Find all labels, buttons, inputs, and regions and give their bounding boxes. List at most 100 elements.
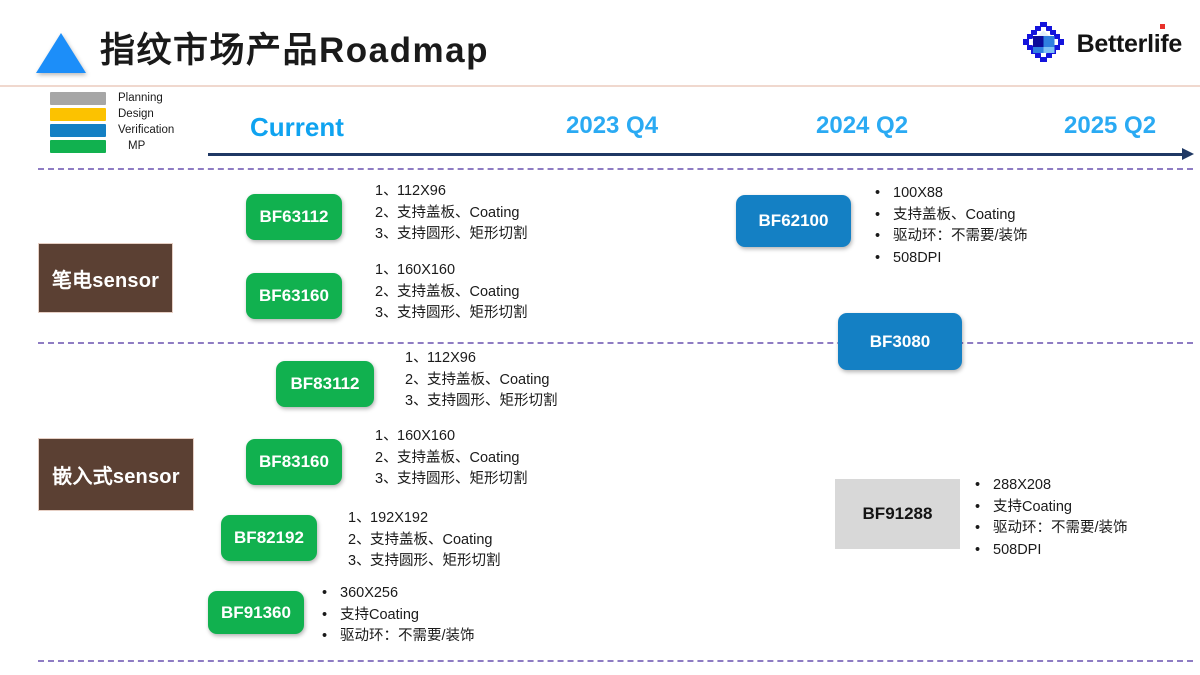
spec-item: • 驱动环：不需要/装饰 xyxy=(322,626,475,648)
spec-marker: 2、 xyxy=(405,371,428,388)
spec-item: 1、112X96 xyxy=(375,181,528,203)
product-chip-bf63112[interactable]: BF63112 xyxy=(246,194,342,240)
spec-marker: 3、 xyxy=(375,226,398,242)
spec-text: 508DPI xyxy=(893,249,942,266)
product-chip-bf91288[interactable]: BF91288 xyxy=(835,479,960,549)
spec-marker: • xyxy=(322,606,328,623)
spec-text: 支持盖板、Coating xyxy=(893,206,1016,223)
legend-swatch xyxy=(50,107,106,121)
spec-marker: 2、 xyxy=(348,531,371,548)
spec-marker: 3、 xyxy=(375,305,398,321)
spec-text: 支持盖板、Coating xyxy=(370,531,493,548)
legend-swatch xyxy=(50,91,106,105)
row-label: 笔电sensor xyxy=(38,243,173,313)
spec-text: 支持圆形、矩形切割 xyxy=(370,553,501,569)
spec-list-bf62100: •100X88•支持盖板、Coating•驱动环：不需要/装饰•508DPI xyxy=(875,183,1028,269)
spec-text: 360X256 xyxy=(340,585,399,601)
timeline-milestone-2023-q4: 2023 Q4 xyxy=(566,112,659,139)
spec-text: 支持盖板、Coating xyxy=(397,204,520,221)
spec-text: 支持圆形、矩形切割 xyxy=(397,471,528,487)
spec-marker: 3、 xyxy=(405,393,428,409)
product-chip-bf83160[interactable]: BF83160 xyxy=(246,439,342,485)
spec-marker: 3、 xyxy=(348,553,371,569)
brand-accent-dot xyxy=(1160,24,1165,29)
spec-marker: • xyxy=(875,185,881,201)
header-divider xyxy=(0,85,1200,87)
spec-item: 1、160X160 xyxy=(375,260,528,282)
blue-triangle-icon xyxy=(36,33,86,73)
product-chip-bf91360[interactable]: BF91360 xyxy=(208,591,304,634)
divider-line xyxy=(38,168,1193,170)
spec-text: 160X160 xyxy=(397,262,456,278)
legend-item-design: Design xyxy=(50,106,174,122)
spec-text: 支持Coating xyxy=(340,606,419,623)
spec-item: 2、支持盖板、Coating xyxy=(375,203,528,225)
spec-marker: 1、 xyxy=(375,428,398,444)
product-chip-bf83112[interactable]: BF83112 xyxy=(276,361,374,407)
spec-item: • 100X88 xyxy=(875,183,1028,205)
legend-label: Design xyxy=(118,108,154,120)
spec-item: 2、支持盖板、Coating xyxy=(348,530,501,552)
spec-text: 288X208 xyxy=(993,477,1052,493)
spec-item: 1、160X160 xyxy=(375,426,528,448)
product-chip-bf82192[interactable]: BF82192 xyxy=(221,515,317,561)
spec-item: •支持Coating xyxy=(975,497,1128,519)
spec-item: 1、112X96 xyxy=(405,348,558,370)
spec-marker: • xyxy=(875,228,881,244)
spec-marker: 1、 xyxy=(348,510,371,526)
product-chip-bf63160[interactable]: BF63160 xyxy=(246,273,342,319)
spec-item: • 508DPI xyxy=(975,540,1128,562)
spec-text: 508DPI xyxy=(993,541,1042,558)
divider-line xyxy=(38,342,1193,344)
product-chip-bf62100[interactable]: BF62100 xyxy=(736,195,851,247)
spec-marker: 2、 xyxy=(375,204,398,221)
spec-text: 112X96 xyxy=(427,350,476,366)
row-label: 嵌入式sensor xyxy=(38,438,194,511)
spec-item: 2、支持盖板、Coating xyxy=(375,282,528,304)
spec-item: • 支持Coating xyxy=(322,605,475,627)
spec-item: 3、支持圆形、矩形切割 xyxy=(375,469,528,491)
spec-marker: • xyxy=(322,628,328,644)
divider-line xyxy=(38,660,1193,662)
spec-list-bf91288: •288X208•支持Coating•驱动环：不需要/装饰•508DPI xyxy=(975,475,1128,561)
spec-text: 驱动环：不需要/装饰 xyxy=(893,228,1028,244)
spec-text: 支持盖板、Coating xyxy=(397,449,520,466)
legend-item-mp: MP xyxy=(50,138,174,154)
spec-text: 驱动环：不需要/装饰 xyxy=(993,520,1128,536)
spec-marker: • xyxy=(975,520,981,536)
spec-marker: • xyxy=(975,541,981,558)
spec-text: 100X88 xyxy=(893,185,943,201)
legend-item-planning: Planning xyxy=(50,90,174,106)
spec-item: •360X256 xyxy=(322,583,475,605)
legend-label: Verification xyxy=(118,124,175,136)
spec-item: 3、支持圆形、矩形切割 xyxy=(375,303,528,325)
spec-marker: • xyxy=(875,249,881,266)
spec-marker: 1、 xyxy=(375,183,398,199)
spec-text: 支持盖板、Coating xyxy=(427,371,550,388)
spec-marker: • xyxy=(975,498,981,515)
spec-marker: 1、 xyxy=(405,350,428,366)
spec-text: 160X160 xyxy=(397,428,456,444)
spec-text: 支持盖板、Coating xyxy=(397,283,520,300)
legend-label: MP xyxy=(128,140,146,152)
betterlife-diamond-icon xyxy=(1022,22,1064,62)
product-chip-bf3080[interactable]: BF3080 xyxy=(838,313,962,370)
spec-item: •支持盖板、Coating xyxy=(875,205,1028,227)
spec-item: • 288X208 xyxy=(975,475,1128,497)
spec-text: 驱动环：不需要/装饰 xyxy=(340,628,475,644)
legend-item-verification: Verification xyxy=(50,122,174,138)
spec-item: 3、支持圆形、矩形切割 xyxy=(405,391,558,413)
legend-swatch xyxy=(50,139,106,153)
spec-marker: • xyxy=(975,477,981,493)
spec-text: 支持圆形、矩形切割 xyxy=(397,226,528,242)
spec-marker: 1、 xyxy=(375,262,398,278)
spec-item: • 508DPI xyxy=(875,248,1028,270)
spec-item: • 驱动环：不需要/装饰 xyxy=(875,226,1028,248)
spec-marker: 2、 xyxy=(375,449,398,466)
spec-text: 支持圆形、矩形切割 xyxy=(397,305,528,321)
legend-label: Planning xyxy=(118,92,163,104)
spec-item: 1、192X192 xyxy=(348,508,501,530)
